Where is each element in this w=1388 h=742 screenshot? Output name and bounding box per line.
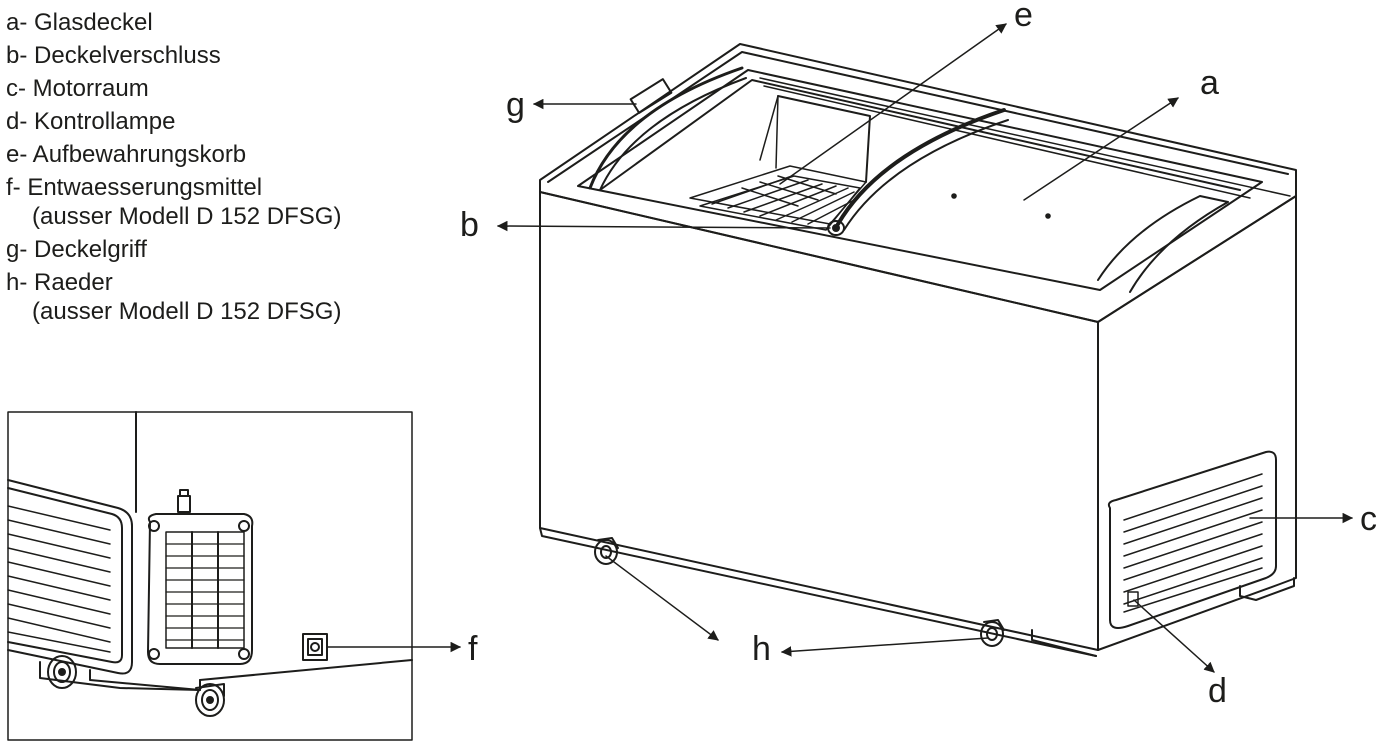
callout-c: c <box>1360 500 1377 538</box>
callout-h: h <box>752 630 771 668</box>
callout-labels: a b c d e f g h <box>460 0 1377 710</box>
leader-b <box>496 220 831 232</box>
leader-h1 <box>605 555 719 641</box>
legend-item-b: b- Deckelverschluss <box>6 42 221 69</box>
legend-item-g: g- Deckelgriff <box>6 236 147 263</box>
legend-item-c: c- Motorraum <box>6 75 149 102</box>
compressor-grille <box>1107 450 1277 629</box>
legend-list: a- Glasdeckel b- Deckelverschluss c- Mot… <box>6 6 341 328</box>
leader-d <box>1133 599 1215 673</box>
leader-lines <box>327 23 1354 673</box>
wheel-front-right <box>980 619 1005 647</box>
detail-inset <box>7 411 413 741</box>
glass-lid <box>759 77 1291 293</box>
inset-wheel-left <box>47 655 77 689</box>
leader-a <box>1023 97 1179 201</box>
legend-item-h: h- Raeder(ausser Modell D 152 DFSG) <box>6 266 341 328</box>
side-panel <box>1097 195 1297 651</box>
legend-item-d: d- Kontrollampe <box>6 108 176 135</box>
drain-plug <box>302 633 328 661</box>
legend-item-f-note: (ausser Modell D 152 DFSG) <box>32 203 342 230</box>
callout-b: b <box>460 206 479 244</box>
callout-a: a <box>1200 64 1219 102</box>
lid-handle <box>629 78 673 114</box>
lid-lock-rail <box>836 108 1006 226</box>
callout-e: e <box>1014 0 1033 34</box>
legend-item-h-note: (ausser Modell D 152 DFSG) <box>32 298 342 325</box>
leader-e <box>779 23 1007 185</box>
callout-d: d <box>1208 672 1227 710</box>
storage-basket <box>689 95 871 231</box>
legend-item-a: a- Glasdeckel <box>6 9 153 36</box>
wheel-front-left <box>594 537 619 565</box>
inset-wheel-right <box>195 683 225 717</box>
indicator-lamp <box>1127 591 1139 607</box>
front-panel <box>539 191 1099 651</box>
legend-item-e: e- Aufbewahrungskorb <box>6 141 247 168</box>
chest-freezer <box>539 43 1297 657</box>
inset-side-grille <box>147 489 254 665</box>
leader-h2 <box>780 637 989 657</box>
legend-item-f: f- Entwaesserungsmittel(ausser Modell D … <box>6 171 341 233</box>
inset-front-grille <box>7 505 111 653</box>
callout-f: f <box>468 630 478 668</box>
callout-g: g <box>506 86 525 124</box>
